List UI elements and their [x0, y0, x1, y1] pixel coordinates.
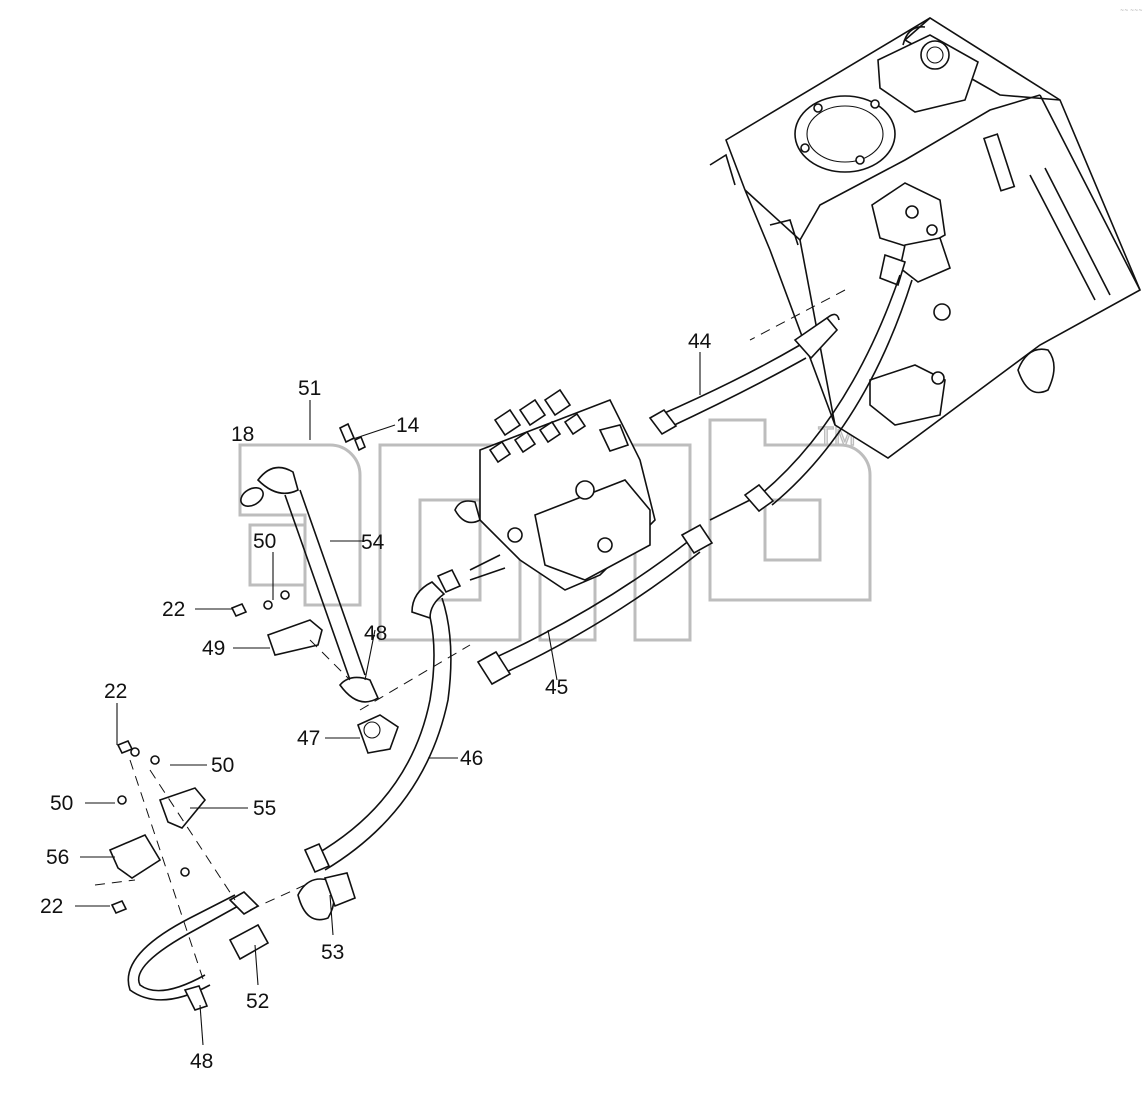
callout-46: 46 — [460, 747, 483, 770]
callout-47: 47 — [297, 727, 320, 750]
hose-44 — [648, 313, 840, 436]
bracket-55 — [158, 787, 207, 829]
level-gauge — [982, 133, 1016, 192]
callout-51: 51 — [298, 377, 321, 400]
sleeve-52 — [228, 923, 270, 961]
suction-pipe — [743, 274, 913, 513]
callout-52: 52 — [246, 990, 269, 1013]
tank-outlet-pipe — [1017, 348, 1055, 394]
callout-48-upper: 48 — [364, 622, 387, 645]
elbow-47 — [356, 714, 399, 754]
filler-cap-flange — [877, 34, 979, 113]
hose-46 — [303, 554, 506, 874]
brackets — [108, 422, 367, 915]
return-filter-block — [871, 182, 951, 287]
callout-53: 53 — [321, 941, 344, 964]
callout-22-lower: 22 — [40, 895, 63, 918]
callout-54: 54 — [361, 531, 385, 554]
callout-50-left: 50 — [50, 792, 73, 815]
callout-14: 14 — [396, 414, 420, 437]
callout-48-lower: 48 — [190, 1050, 213, 1073]
filler-cap — [920, 40, 950, 70]
callout-50-upper: 50 — [253, 530, 276, 553]
corner-mark: ~~ ~~~ — [1120, 8, 1143, 14]
callout-56: 56 — [46, 846, 69, 869]
tank-cover-plate — [794, 95, 896, 173]
callout-22-upper: 22 — [162, 598, 185, 621]
callout-55: 55 — [253, 797, 276, 820]
hose-45 — [476, 499, 751, 686]
control-valve-block — [454, 388, 656, 591]
callout-labels: 44 45 46 47 48 48 49 50 50 50 51 52 53 5… — [40, 330, 712, 1073]
callout-49: 49 — [202, 637, 225, 660]
clamp-53 — [297, 872, 356, 921]
tank-side-flange — [869, 364, 946, 426]
tube-54 — [240, 466, 380, 703]
callout-50-right: 50 — [211, 754, 234, 777]
bracket-49 — [266, 619, 323, 656]
callout-45: 45 — [545, 676, 568, 699]
callout-22-middle: 22 — [104, 680, 127, 703]
leader-lines — [75, 352, 701, 1046]
callout-44: 44 — [688, 330, 712, 353]
bracket-56 — [108, 833, 162, 879]
callout-18: 18 — [231, 423, 254, 446]
u-pipe-48 — [127, 891, 270, 1011]
assembly-lines — [94, 289, 846, 986]
